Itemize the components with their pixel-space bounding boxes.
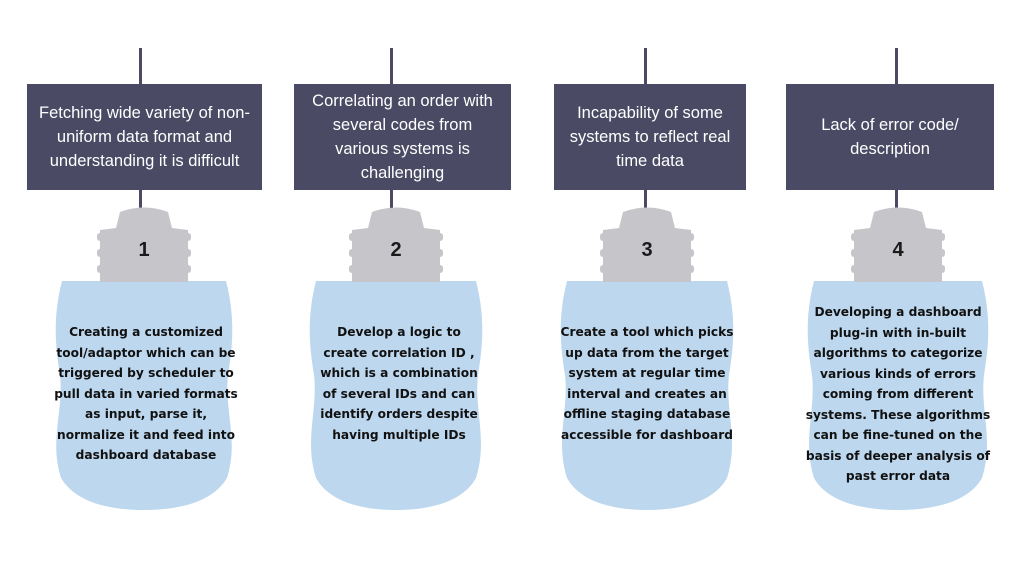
hanging-line-top [139,48,142,84]
solution-text-2: Develop a logic to create correlation ID… [320,325,478,442]
bulb-number-3: 3 [641,239,653,261]
bulb-number-1: 1 [138,239,150,261]
problem-text-1: Fetching wide variety of non-uniform dat… [39,104,250,170]
problem-text-3: Incapability of some systems to reflect … [569,104,731,170]
hanging-line-top [644,48,647,84]
hanging-line-top [895,48,898,84]
problem-box-3: Incapability of some systems to reflect … [554,84,746,190]
solution-text-4: Developing a dashboard plug-in with in-b… [805,305,991,483]
hanging-line-top [390,48,393,84]
solution-text-3: Create a tool which picks up data from t… [560,325,734,442]
bulb-number-2: 2 [390,239,402,261]
problem-text-2: Correlating an order with several codes … [312,92,493,182]
problem-box-1: Fetching wide variety of non-uniform dat… [27,84,262,190]
problem-text-4: Lack of error code/ description [821,116,959,158]
problem-box-4: Lack of error code/ description [786,84,994,190]
bulb-number-4: 4 [892,239,904,261]
problem-box-2: Correlating an order with several codes … [294,84,511,190]
solution-text-1: Creating a customized tool/adaptor which… [54,325,238,462]
